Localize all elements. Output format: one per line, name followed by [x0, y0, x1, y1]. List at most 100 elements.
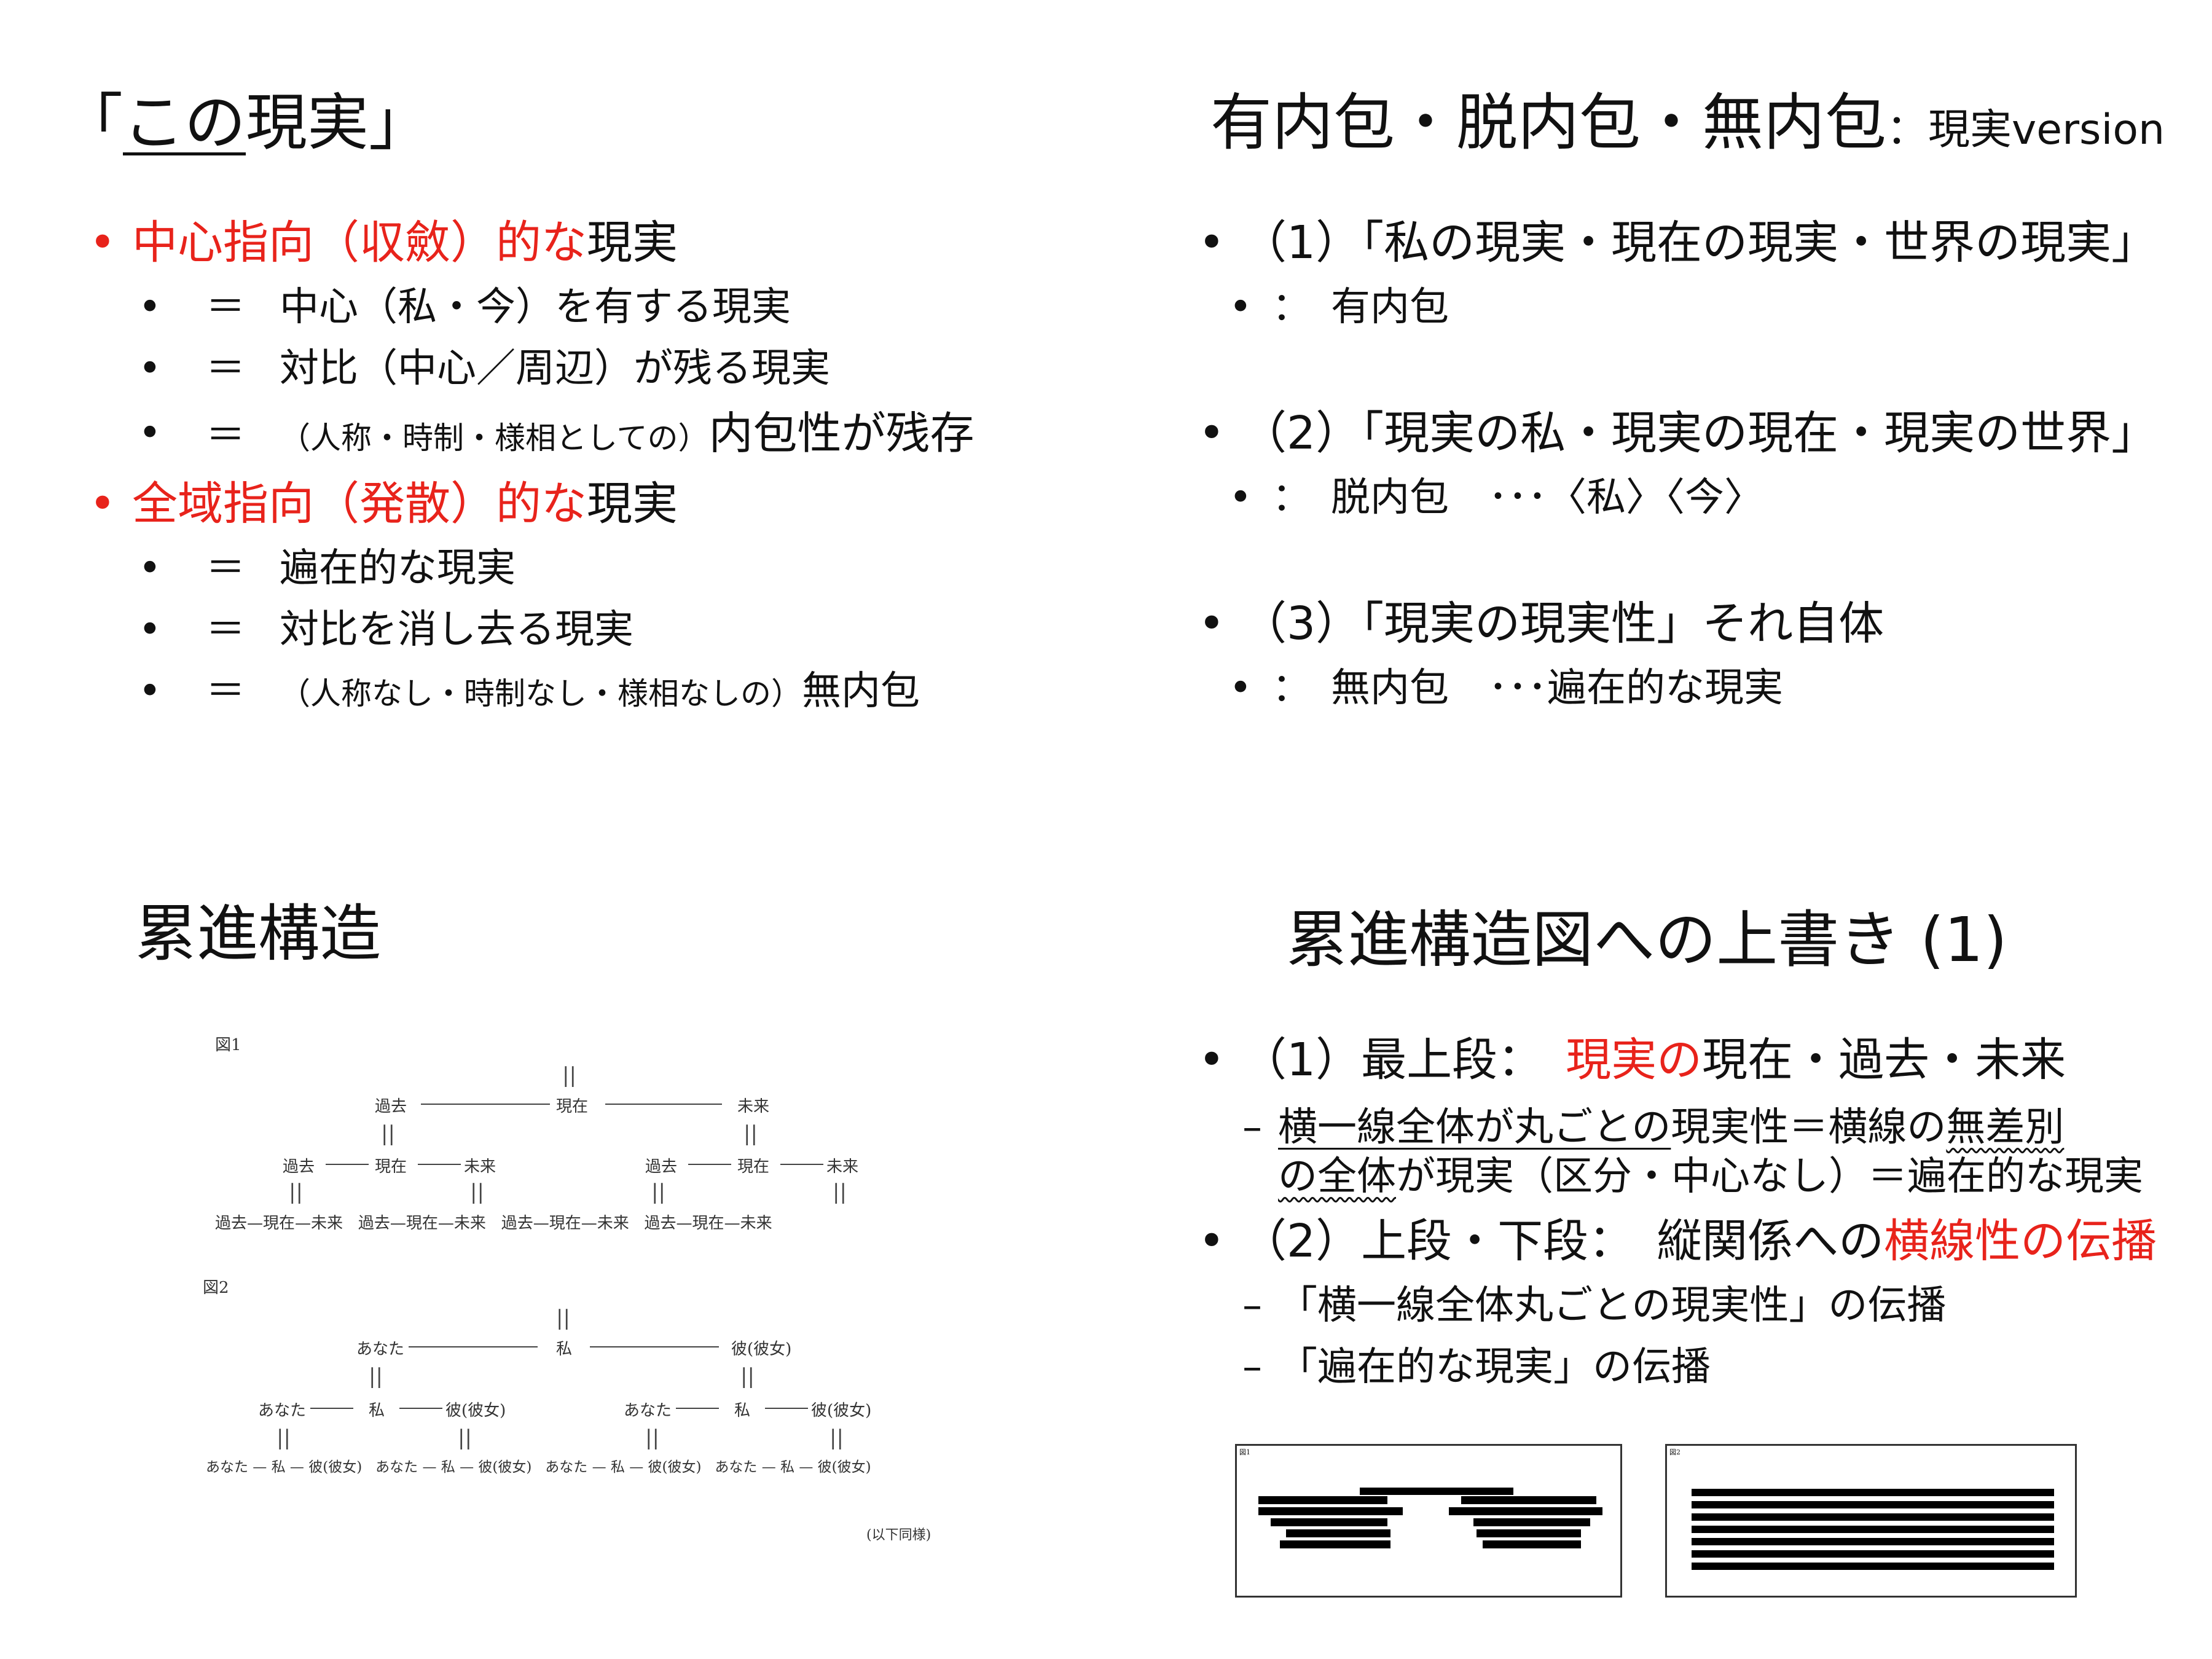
bullet-center-oriented: •中心指向（収斂）的な現実	[89, 215, 678, 270]
redaction-bar	[1692, 1513, 2054, 1521]
redaction-bar	[1286, 1529, 1390, 1537]
connector-line	[765, 1408, 808, 1409]
sub-bullet: •＝遍在的な現実	[138, 544, 516, 593]
present-label: 現在	[737, 1158, 770, 1176]
thumbnail-label: 図2	[1669, 1448, 1681, 1456]
item-heading: （1）「私の現実・現在の現実・世界の現実」	[1241, 216, 2157, 269]
connector-line	[421, 1104, 550, 1105]
vertical-bars: ||	[833, 1180, 847, 1204]
title-underlined: この	[123, 87, 246, 159]
bullet-dot: •	[1229, 284, 1252, 330]
sub-bullet: • ＝ 対比を消し去る現実	[138, 605, 633, 654]
connector-line	[688, 1164, 731, 1165]
equals-sign: ＝	[206, 669, 245, 714]
bullet-dot: •	[1229, 475, 1252, 520]
item-2: • （2）「現実の私・現実の現在・現実の世界」	[1198, 406, 2157, 461]
title-rest: 現実」	[246, 87, 430, 159]
them-label: 彼(彼女)	[731, 1340, 792, 1359]
equals-sign: ＝	[206, 346, 245, 391]
figure-1: 図1 || 過去 現在 未来 || || 過去 現在 未来 過去 現在 未来 |…	[0, 830, 1106, 1260]
slide-progressive-structure: 累進構造 図1 || 過去 現在 未来 || || 過去 現在 未来 過去 現在…	[0, 830, 1106, 1659]
title-bracket: 「	[61, 87, 123, 159]
sub-text: 「横一線全体丸ごとの現実性」の伝播	[1278, 1283, 1947, 1328]
equals-sign: ＝	[206, 607, 245, 653]
connector-line	[326, 1164, 369, 1165]
redaction-bar	[1692, 1538, 2054, 1545]
point-1-sub: –横一線全体が丸ごとの現実性＝横線の無差別	[1242, 1103, 2065, 1152]
connector-line	[590, 1346, 719, 1347]
dash-marker: –	[1242, 1344, 1262, 1390]
connector-line	[418, 1164, 461, 1165]
you-label: あなた	[715, 1459, 758, 1475]
redaction-bar	[1692, 1563, 2054, 1570]
vertical-bars: ||	[289, 1180, 303, 1204]
future-label: 未来	[597, 1214, 629, 1233]
me-label: 私	[734, 1402, 751, 1420]
sub-text: が現実（区分・中心なし）＝遍在的な現実	[1396, 1154, 2143, 1199]
past-label: 過去	[215, 1214, 248, 1233]
item-1-sub: • ： 有内包	[1229, 283, 1449, 332]
vertical-bars: ||	[645, 1426, 659, 1450]
past-label: 過去	[501, 1214, 533, 1233]
redaction-bar	[1692, 1501, 2054, 1508]
bullet-dot: •	[138, 607, 162, 653]
them-label: 彼(彼女)	[308, 1459, 363, 1475]
bullet-dot: •	[1198, 1215, 1225, 1268]
you-label: あなた	[545, 1459, 588, 1475]
equals-sign: ＝	[206, 284, 245, 330]
me-label: 私	[610, 1459, 625, 1475]
me-label: 私	[780, 1459, 795, 1475]
redaction-bar	[1449, 1507, 1602, 1515]
bullet-dot: •	[138, 284, 162, 330]
bullet-dot: •	[1198, 216, 1225, 269]
them-label: 彼(彼女)	[648, 1459, 702, 1475]
connector-line	[399, 1408, 442, 1409]
redaction-bar	[1692, 1489, 2054, 1496]
vertical-bars: ||	[740, 1364, 755, 1389]
item-1: • （1）「私の現実・現在の現実・世界の現実」	[1198, 215, 2157, 270]
vertical-bars: ||	[556, 1306, 570, 1330]
bullet-dot: •	[138, 410, 162, 456]
item-3: •（3）「現実の現実性」それ自体	[1198, 596, 1884, 651]
item-sub-text: ： 脱内包 ･･･〈私〉〈今〉	[1272, 475, 1763, 520]
vertical-bars: ||	[369, 1364, 383, 1389]
bullet-dot: •	[1198, 407, 1225, 460]
point-text: 現在・過去・未来	[1702, 1033, 2066, 1086]
slide3-title: 累進構造	[135, 898, 381, 970]
sub-text-wavy: の全体	[1278, 1154, 1396, 1199]
redaction-bar	[1271, 1518, 1387, 1526]
sub-bullet-small-text: （人称・時制・様相としての）	[280, 420, 709, 456]
thumbnail-label: 図1	[1239, 1448, 1250, 1456]
sub-text-underlined: 横一線全体が丸ごとの	[1278, 1105, 1671, 1150]
future-label: 未来	[311, 1214, 343, 1233]
sub-bullet-text: 対比を消し去る現実	[280, 607, 633, 653]
redaction-bar	[1473, 1518, 1590, 1526]
redaction-bar	[1477, 1529, 1581, 1537]
item-heading: （2）「現実の私・現実の現在・現実の世界」	[1241, 407, 2157, 460]
sub-text: 「遍在的な現実」の伝播	[1278, 1344, 1711, 1390]
figure-2-bottom-row: あなた — 私 — 彼(彼女) あなた — 私 — 彼(彼女) あなた — 私 …	[206, 1459, 871, 1475]
them-label: 彼(彼女)	[478, 1459, 532, 1475]
bullet-red-text: 全域指向（発散）的な	[132, 477, 587, 530]
them-label: 彼(彼女)	[445, 1402, 506, 1420]
past-label: 過去	[375, 1097, 407, 1116]
bullet-dot: •	[1198, 1033, 1225, 1086]
title-main: 有内包・脱内包・無内包	[1210, 87, 1886, 159]
past-label: 過去	[358, 1214, 390, 1233]
sub-bullet: • ＝ 中心（私・今）を有する現実	[138, 283, 791, 332]
slide2-title: 有内包・脱内包・無内包：現実version	[1210, 86, 2165, 167]
redaction-bar	[1483, 1540, 1581, 1548]
vertical-bars: ||	[470, 1180, 484, 1204]
sub-bullet-text: 中心（私・今）を有する現実	[280, 284, 791, 330]
item-sub-text: ： 有内包	[1272, 284, 1449, 330]
vertical-bars: ||	[276, 1426, 291, 1450]
sub-text-wavy: 無差別	[1946, 1105, 2065, 1150]
vertical-bars: ||	[458, 1426, 472, 1450]
figure-2: 図2 || あなた 私 彼(彼女) || || あなた 私 彼(彼女) あなた …	[0, 830, 1106, 1659]
sub-bullet-text: 遍在的な現実	[280, 546, 516, 591]
redaction-bar	[1258, 1496, 1387, 1504]
point-2: •（2）上段・下段： 縦関係への横線性の伝播	[1198, 1214, 2157, 1269]
connector-line	[605, 1104, 722, 1105]
dash-marker: –	[1242, 1105, 1262, 1150]
past-label: 過去	[283, 1158, 315, 1176]
